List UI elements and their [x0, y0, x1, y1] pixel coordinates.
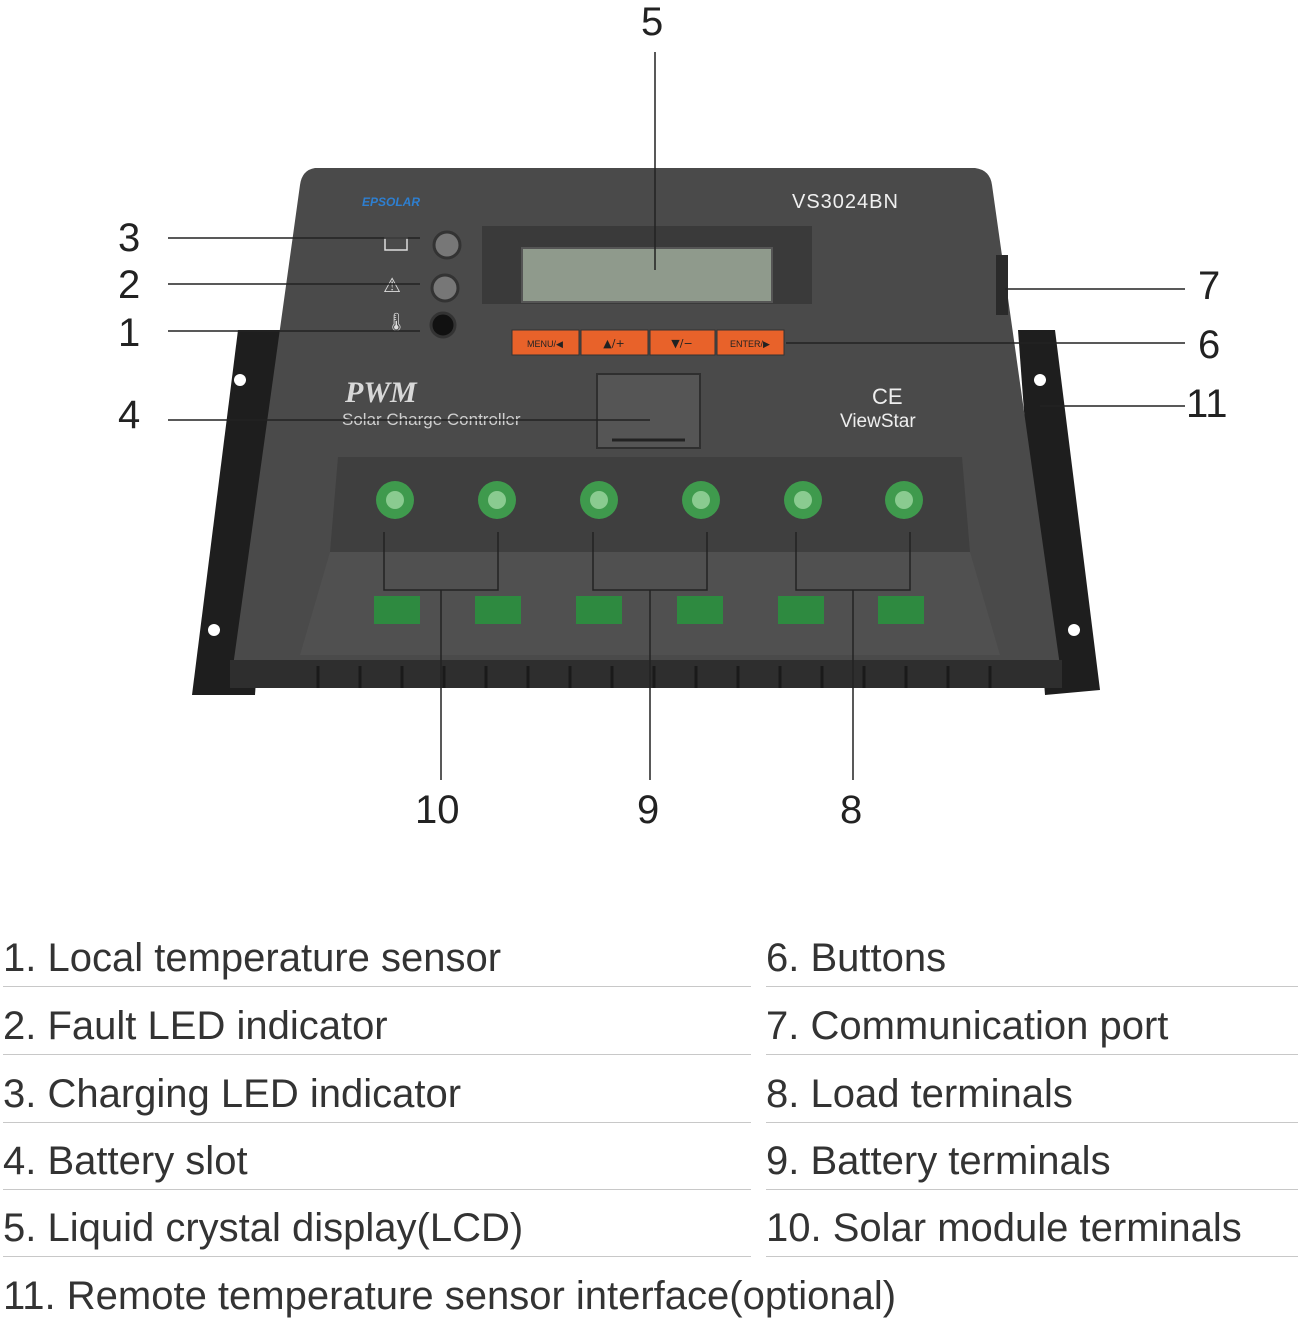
legend-item-4: 4. Battery slot [3, 1141, 751, 1190]
terminal-socket [576, 596, 622, 624]
up-button-label: ▲/+ [603, 337, 624, 350]
legend-item-1: 1. Local temperature sensor [3, 938, 751, 987]
down-button[interactable] [649, 329, 716, 356]
terminal-sockets [374, 596, 924, 624]
legend-item-8: 8. Load terminals [766, 1074, 1298, 1123]
callout-9: 9 [637, 788, 660, 832]
terminal-socket [374, 596, 420, 624]
callout-2: 2 [118, 263, 141, 307]
legend-item-5: 5. Liquid crystal display(LCD) [3, 1208, 751, 1257]
up-button[interactable] [580, 329, 649, 356]
callout-5: 5 [641, 0, 664, 44]
lcd-screen [521, 247, 773, 303]
controller-diagram: EPSOLAR VS3024BN ⚠ 🌡 MENU/◀ ▲/+ ▼/− ENTE… [168, 52, 1185, 780]
bracket-hole [1034, 374, 1046, 386]
callout-7: 7 [1198, 264, 1221, 308]
legend-item-11: 11. Remote temperature sensor interface(… [3, 1274, 897, 1318]
legend-item-10: 10. Solar module terminals [766, 1208, 1298, 1257]
terminal-socket [878, 596, 924, 624]
callout-3: 3 [118, 216, 141, 260]
down-button-label: ▼/− [671, 337, 692, 350]
terminal-socket [778, 596, 824, 624]
thermometer-icon: 🌡 [385, 312, 408, 333]
callout-8: 8 [840, 788, 863, 832]
legend-item-3: 3. Charging LED indicator [3, 1074, 751, 1123]
menu-button[interactable] [511, 329, 580, 356]
terminal-screws [376, 481, 923, 519]
terminal-socket [677, 596, 723, 624]
heatsink-fins [230, 660, 1062, 688]
callout-lines [168, 52, 1185, 780]
terminal-socket [475, 596, 521, 624]
callout-4: 4 [118, 393, 141, 437]
local-temperature-sensor [429, 311, 457, 339]
model-label: VS3024BN [792, 191, 899, 213]
pwm-logo: PWM [344, 376, 418, 409]
communication-port [996, 255, 1008, 315]
callout-6: 6 [1198, 323, 1221, 367]
terminal-panel [330, 457, 970, 552]
callout-10: 10 [415, 788, 460, 832]
fault-led [430, 273, 460, 303]
menu-button-label: MENU/◀ [527, 339, 563, 349]
legend-item-6: 6. Buttons [766, 938, 1298, 987]
enter-button[interactable] [716, 329, 785, 356]
legend-item-2: 2. Fault LED indicator [3, 1006, 751, 1055]
ce-mark: CE [872, 384, 903, 409]
enter-button-label: ENTER/▶ [730, 339, 770, 349]
legend-item-7: 7. Communication port [766, 1006, 1298, 1055]
button-row[interactable]: MENU/◀ ▲/+ ▼/− ENTER/▶ [511, 329, 785, 356]
callout-11: 11 [1186, 382, 1228, 426]
callout-1: 1 [118, 311, 141, 355]
bracket-hole [234, 374, 246, 386]
legend-item-9: 9. Battery terminals [766, 1141, 1298, 1190]
fin-grooves [316, 666, 992, 688]
bracket-hole [1068, 624, 1080, 636]
battery-slot [596, 373, 701, 449]
brand-logo: EPSOLAR [362, 195, 420, 209]
charging-led [432, 230, 462, 260]
bracket-hole [208, 624, 220, 636]
warning-icon: ⚠ [383, 273, 401, 297]
viewstar-label: ViewStar [840, 411, 916, 432]
